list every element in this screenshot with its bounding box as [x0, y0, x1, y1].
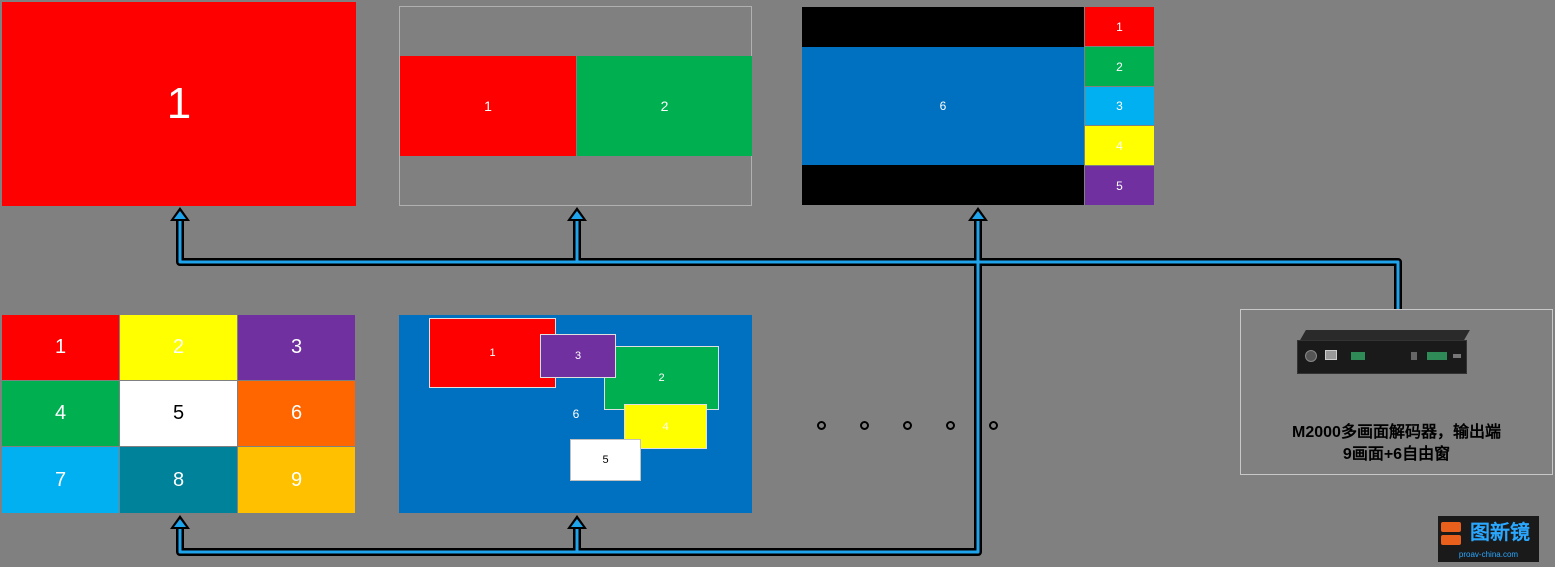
window-label: 6 — [939, 99, 947, 113]
ellipsis-dot — [989, 421, 998, 430]
logo-subtext: proav-china.com — [1458, 550, 1519, 559]
screen-nine-grid: 1 2 3 4 5 6 7 8 9 — [2, 315, 355, 513]
device-caption: M2000多画面解码器，输出端 9画面+6自由窗 — [1241, 422, 1552, 466]
grid-cell-1: 1 — [2, 315, 119, 380]
arrowheads — [170, 207, 988, 529]
device-caption-line1: M2000多画面解码器，输出端 — [1292, 424, 1501, 441]
grid-cell-3: 3 — [238, 315, 355, 380]
letterbox-top — [802, 7, 1084, 47]
window-label: 1 — [166, 79, 192, 128]
letterbox-bottom — [802, 165, 1084, 205]
window-label: 3 — [1116, 99, 1123, 113]
window-label: 2 — [658, 372, 665, 384]
free-window-1: 1 — [429, 318, 556, 388]
window-label: 9 — [290, 468, 303, 491]
free-window-2: 2 — [604, 346, 719, 410]
grid-cell-2: 2 — [120, 315, 237, 380]
logo-text: 图新镜 — [1470, 522, 1530, 544]
window-label: 3 — [290, 336, 303, 358]
side-window-2: 2 — [1085, 47, 1154, 86]
grid-cell-4: 4 — [2, 381, 119, 446]
window-label: 6 — [290, 402, 303, 424]
device-panel: M2000多画面解码器，输出端 9画面+6自由窗 — [1240, 309, 1553, 475]
window-label: 1 — [484, 98, 492, 114]
grid-cell-7: 7 — [2, 447, 119, 513]
ellipsis-dot — [817, 421, 826, 430]
window-label: 3 — [574, 350, 582, 362]
window-1: 1 — [400, 56, 576, 156]
ellipsis-dot — [903, 421, 912, 430]
window-label: 6 — [572, 407, 580, 421]
window-label: 2 — [172, 336, 185, 358]
grid-cell-9: 9 — [238, 447, 355, 513]
window-label: 8 — [172, 468, 185, 491]
background-window-label: 6 — [566, 405, 586, 423]
window-label: 1 — [489, 347, 496, 359]
side-window-5: 5 — [1085, 166, 1154, 205]
screen-dual-window: 1 2 — [399, 6, 752, 206]
grid-cell-5: 5 — [120, 381, 237, 446]
window-label: 4 — [54, 402, 67, 424]
window-label: 5 — [602, 454, 609, 466]
window-label: 1 — [1116, 19, 1123, 34]
window-label: 4 — [1116, 138, 1123, 153]
ellipsis-dot — [946, 421, 955, 430]
side-window-4: 4 — [1085, 126, 1154, 165]
window-label: 2 — [1116, 59, 1123, 74]
side-window-1: 1 — [1085, 7, 1154, 46]
free-window-5: 5 — [570, 439, 641, 481]
main-window: 6 — [802, 47, 1084, 165]
decoder-device-image — [1293, 330, 1472, 378]
window-label: 5 — [172, 402, 185, 424]
window-label: 7 — [54, 468, 67, 491]
grid-cell-6: 6 — [238, 381, 355, 446]
grid-cell-8: 8 — [120, 447, 237, 513]
ellipsis-dot — [860, 421, 869, 430]
screen-main-plus-five: 6 1 2 3 4 5 — [801, 6, 1155, 206]
screen-free-windows: 6 1 2 3 4 5 — [399, 315, 752, 513]
device-caption-line2: 9画面+6自由窗 — [1342, 446, 1451, 463]
side-window-3: 3 — [1085, 87, 1154, 125]
window-label: 4 — [662, 420, 669, 433]
window-label: 1 — [54, 336, 67, 358]
free-window-3: 3 — [540, 334, 616, 378]
site-logo: 图新镜 proav-china.com — [1438, 516, 1539, 562]
window-label: 5 — [1116, 178, 1123, 193]
window-2: 2 — [577, 56, 752, 156]
window-label: 2 — [660, 98, 669, 114]
screen-single-window: 1 — [2, 2, 356, 206]
